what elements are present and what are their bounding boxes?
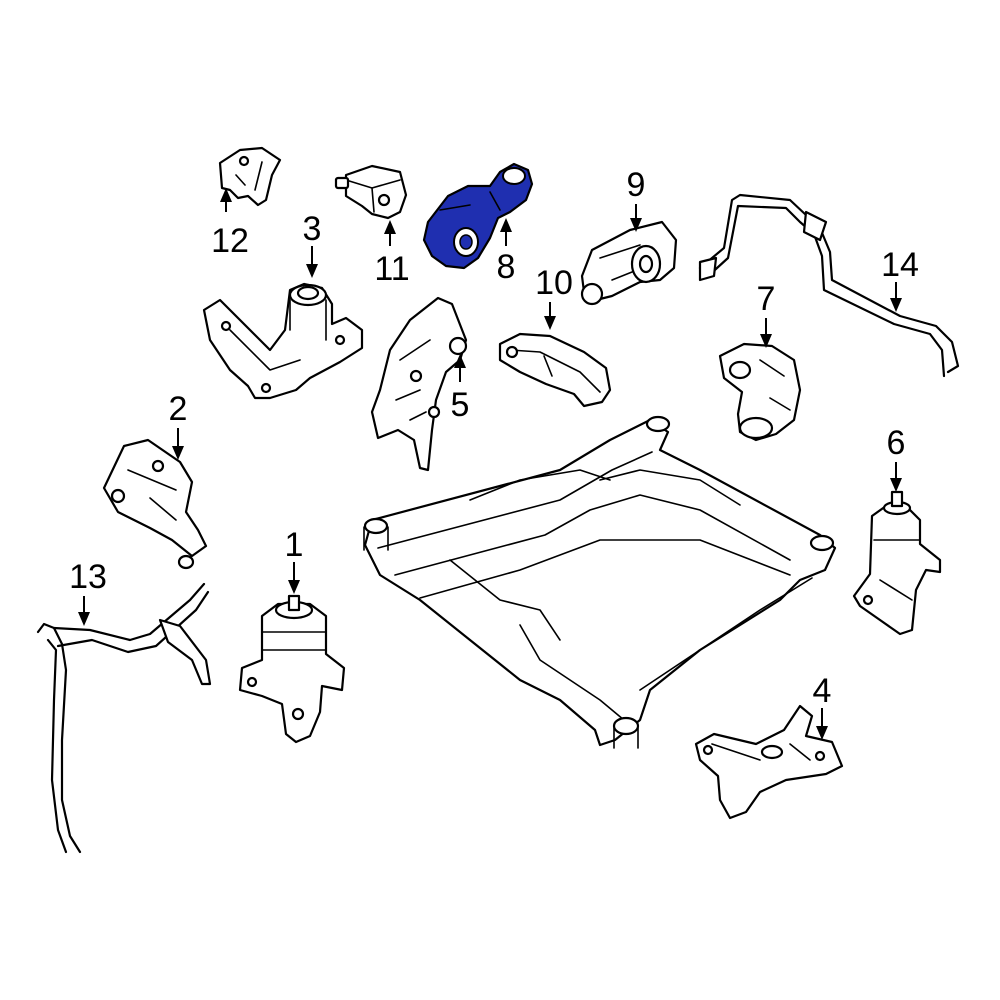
callout-8: 8 — [497, 218, 516, 286]
part-12-bracket — [218, 146, 282, 207]
callout-label-1: 1 — [285, 526, 304, 564]
part-8-torque-rod — [422, 162, 534, 270]
callout-label-3: 3 — [303, 210, 322, 248]
part-5-bracket — [370, 296, 468, 472]
callout-5: 5 — [451, 354, 470, 424]
callout-label-9: 9 — [627, 166, 646, 204]
callout-14: 14 — [881, 246, 919, 312]
callout-3: 3 — [303, 210, 322, 278]
callout-13: 13 — [69, 558, 107, 626]
part-11-bracket — [334, 164, 408, 220]
callout-label-4: 4 — [813, 672, 832, 710]
part-10-bracket — [498, 332, 612, 408]
part-1-mount — [238, 594, 346, 744]
part-14-bracket — [698, 193, 960, 378]
callout-2: 2 — [169, 390, 188, 460]
part-13-bracket — [36, 582, 212, 854]
callout-4: 4 — [813, 672, 832, 740]
part-7-mount — [718, 342, 802, 442]
part-4-mount — [694, 704, 844, 820]
callout-1: 1 — [285, 526, 304, 594]
callout-label-5: 5 — [451, 386, 470, 424]
callout-label-10: 10 — [535, 264, 573, 302]
callout-label-2: 2 — [169, 390, 188, 428]
callout-label-14: 14 — [881, 246, 919, 284]
callout-10: 10 — [535, 264, 573, 330]
callout-label-8: 8 — [497, 248, 516, 286]
callout-label-12: 12 — [211, 222, 249, 260]
callout-label-13: 13 — [69, 558, 107, 596]
callout-11: 11 — [374, 220, 410, 288]
callout-label-7: 7 — [757, 280, 776, 318]
subframe — [363, 415, 837, 749]
part-2-bracket — [102, 438, 208, 570]
callout-label-6: 6 — [887, 424, 906, 462]
part-6-mount — [852, 490, 942, 636]
part-3-mount — [202, 282, 364, 400]
callout-9: 9 — [627, 166, 646, 232]
callout-12: 12 — [211, 188, 249, 260]
part-9-mount — [580, 220, 678, 306]
callout-label-11: 11 — [374, 250, 409, 288]
callout-6: 6 — [887, 424, 906, 492]
callout-7: 7 — [757, 280, 776, 348]
